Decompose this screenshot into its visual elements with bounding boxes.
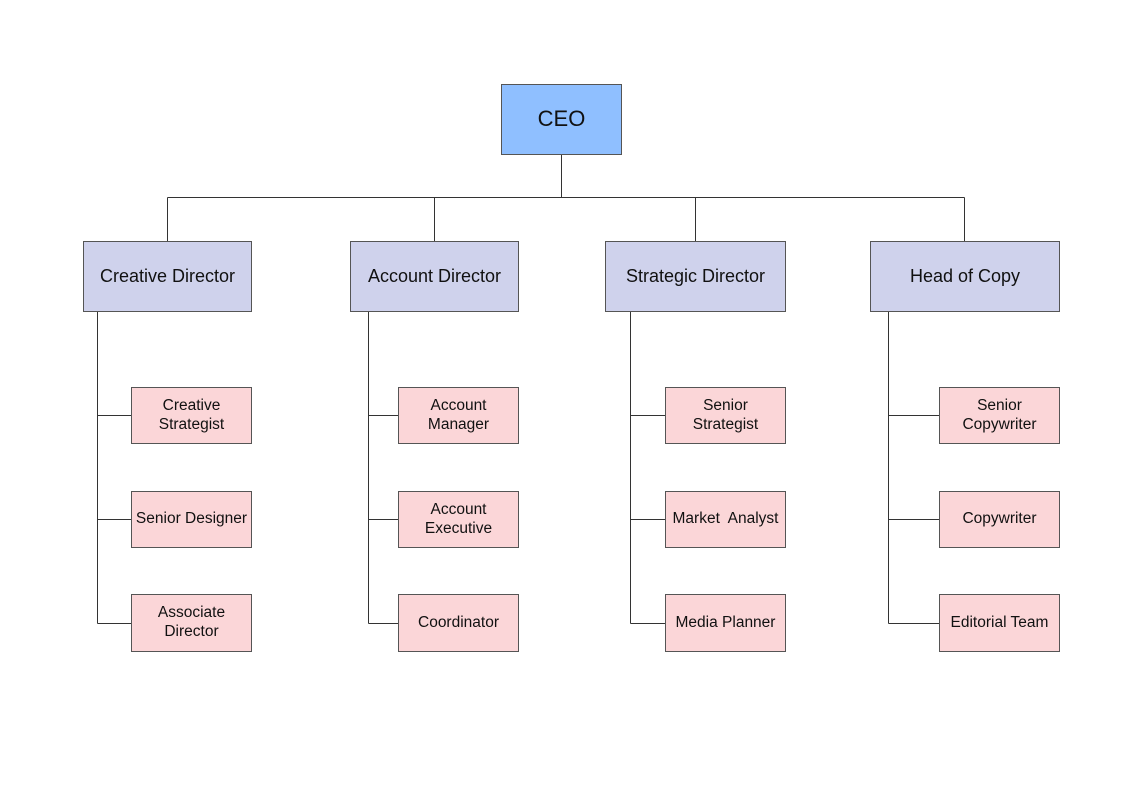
account-manager-box: Account Manager — [398, 387, 519, 444]
senior-strategist-box: Senior Strategist — [665, 387, 786, 444]
account-executive-box: Account Executive — [398, 491, 519, 548]
media-planner-box: Media Planner — [665, 594, 786, 652]
senior-designer-box: Senior Designer — [131, 491, 252, 548]
senior-designer-label: Senior Designer — [135, 510, 248, 528]
associate-director-box: Associate Director — [131, 594, 252, 652]
account-executive-label: Account Executive — [424, 500, 493, 537]
ceo-box: CEO — [501, 84, 622, 155]
associate-director-label: Associate Director — [157, 604, 226, 640]
coordinator-box: Coordinator — [398, 594, 519, 652]
head-of-copy-box: Head of Copy — [870, 241, 1060, 312]
account-director-label: Account Director — [367, 265, 502, 286]
copywriter-box: Copywriter — [939, 491, 1060, 548]
media-planner-label: Media Planner — [675, 613, 776, 631]
editorial-team-box: Editorial Team — [939, 594, 1060, 652]
account-manager-label: Account Manager — [427, 396, 490, 433]
creative-director-box: Creative Director — [83, 241, 252, 312]
head-of-copy-label: Head of Copy — [909, 265, 1021, 286]
editorial-team-label: Editorial Team — [950, 613, 1049, 631]
senior-copywriter-label: Senior Copywriter — [962, 396, 1037, 433]
strategic-director-label: Strategic Director — [625, 265, 766, 286]
copywriter-label: Copywriter — [962, 510, 1037, 528]
market-analyst-box: Market Analyst — [665, 491, 786, 548]
senior-strategist-label: Senior Strategist — [692, 396, 759, 433]
creative-strategist-box: Creative Strategist — [131, 387, 252, 444]
ceo-label: CEO — [537, 106, 586, 132]
senior-copywriter-box: Senior Copywriter — [939, 387, 1060, 444]
creative-strategist-label: Creative Strategist — [158, 396, 225, 433]
coordinator-label: Coordinator — [418, 613, 499, 631]
strategic-director-box: Strategic Director — [605, 241, 786, 312]
market-analyst-label: Market Analyst — [672, 510, 779, 528]
creative-director-label: Creative Director — [99, 265, 236, 286]
account-director-box: Account Director — [350, 241, 519, 312]
